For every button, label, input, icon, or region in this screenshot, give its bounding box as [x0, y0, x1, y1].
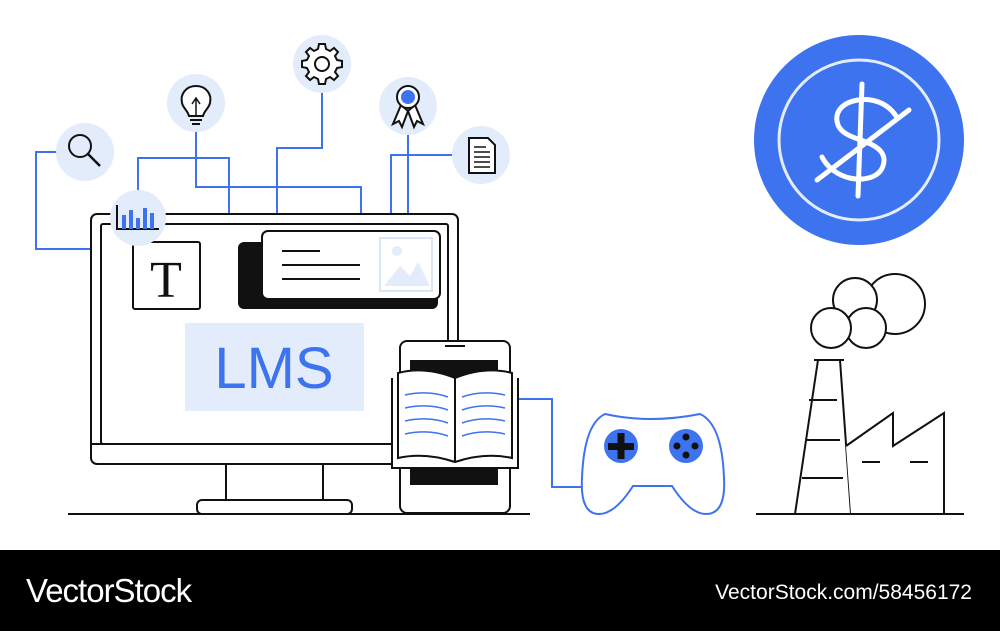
footer-bar: VectorStock VectorStock.com/58456172	[0, 550, 1000, 631]
bar-chart-icon	[110, 190, 166, 246]
lms-badge: LMS	[185, 323, 364, 411]
lms-badge-label: LMS	[214, 336, 333, 401]
content-card	[238, 230, 441, 309]
smoke-cloud-icon	[810, 273, 926, 349]
search-icon	[56, 123, 114, 181]
image-icon	[379, 237, 433, 292]
document-icon	[452, 126, 510, 184]
dollar-coin-icon	[754, 35, 964, 245]
lightbulb-icon	[167, 74, 225, 132]
lms-illustration: T LMS	[35, 35, 964, 516]
text-tile-letter: T	[150, 252, 182, 309]
gear-icon	[293, 35, 351, 93]
footer-image-id: VectorStock.com/58456172	[715, 581, 972, 604]
gamepad-icon	[580, 412, 726, 516]
connector-lines	[35, 92, 584, 488]
footer-brand: VectorStock	[26, 572, 192, 609]
factory-icon	[793, 359, 945, 515]
award-ribbon-icon	[379, 77, 437, 135]
text-tile: T	[132, 241, 201, 310]
open-book-icon	[391, 369, 519, 469]
